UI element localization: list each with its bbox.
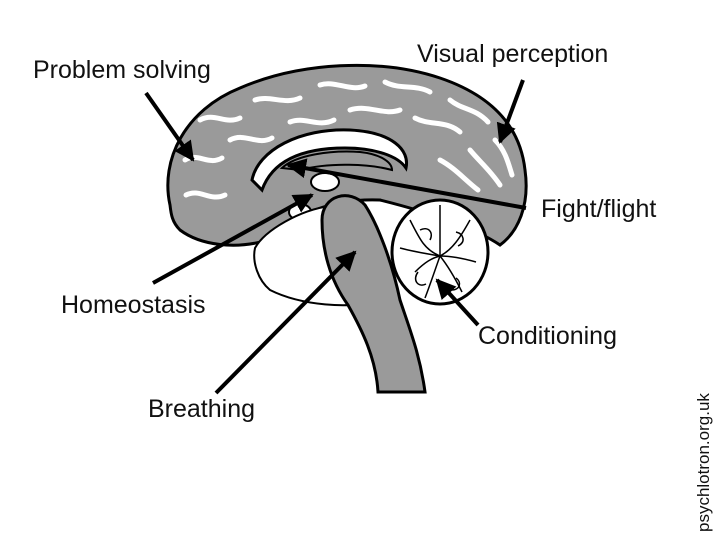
corpus-callosum (250, 128, 409, 193)
arrow-fight-flight (286, 158, 527, 210)
ventricle (279, 150, 394, 172)
arrow-homeostasis (152, 193, 314, 285)
arrow-conditioning (435, 278, 480, 327)
watermark-text: psychlotron.org.uk (694, 393, 713, 532)
label-problem-solving: Problem solving (33, 56, 211, 84)
cerebellum (390, 198, 490, 306)
arrow-visual-perception (496, 79, 525, 144)
thalamus (310, 172, 340, 192)
label-fight-flight: Fight/flight (541, 195, 657, 223)
arrow-problem-solving (144, 91, 195, 162)
gyri-lines (182, 79, 515, 200)
arrow-breathing (214, 250, 357, 395)
label-conditioning: Conditioning (478, 322, 617, 350)
brain-stem (320, 194, 427, 394)
label-homeostasis: Homeostasis (61, 291, 206, 319)
label-visual-perception: Visual perception (417, 40, 609, 68)
label-breathing: Breathing (148, 395, 256, 423)
